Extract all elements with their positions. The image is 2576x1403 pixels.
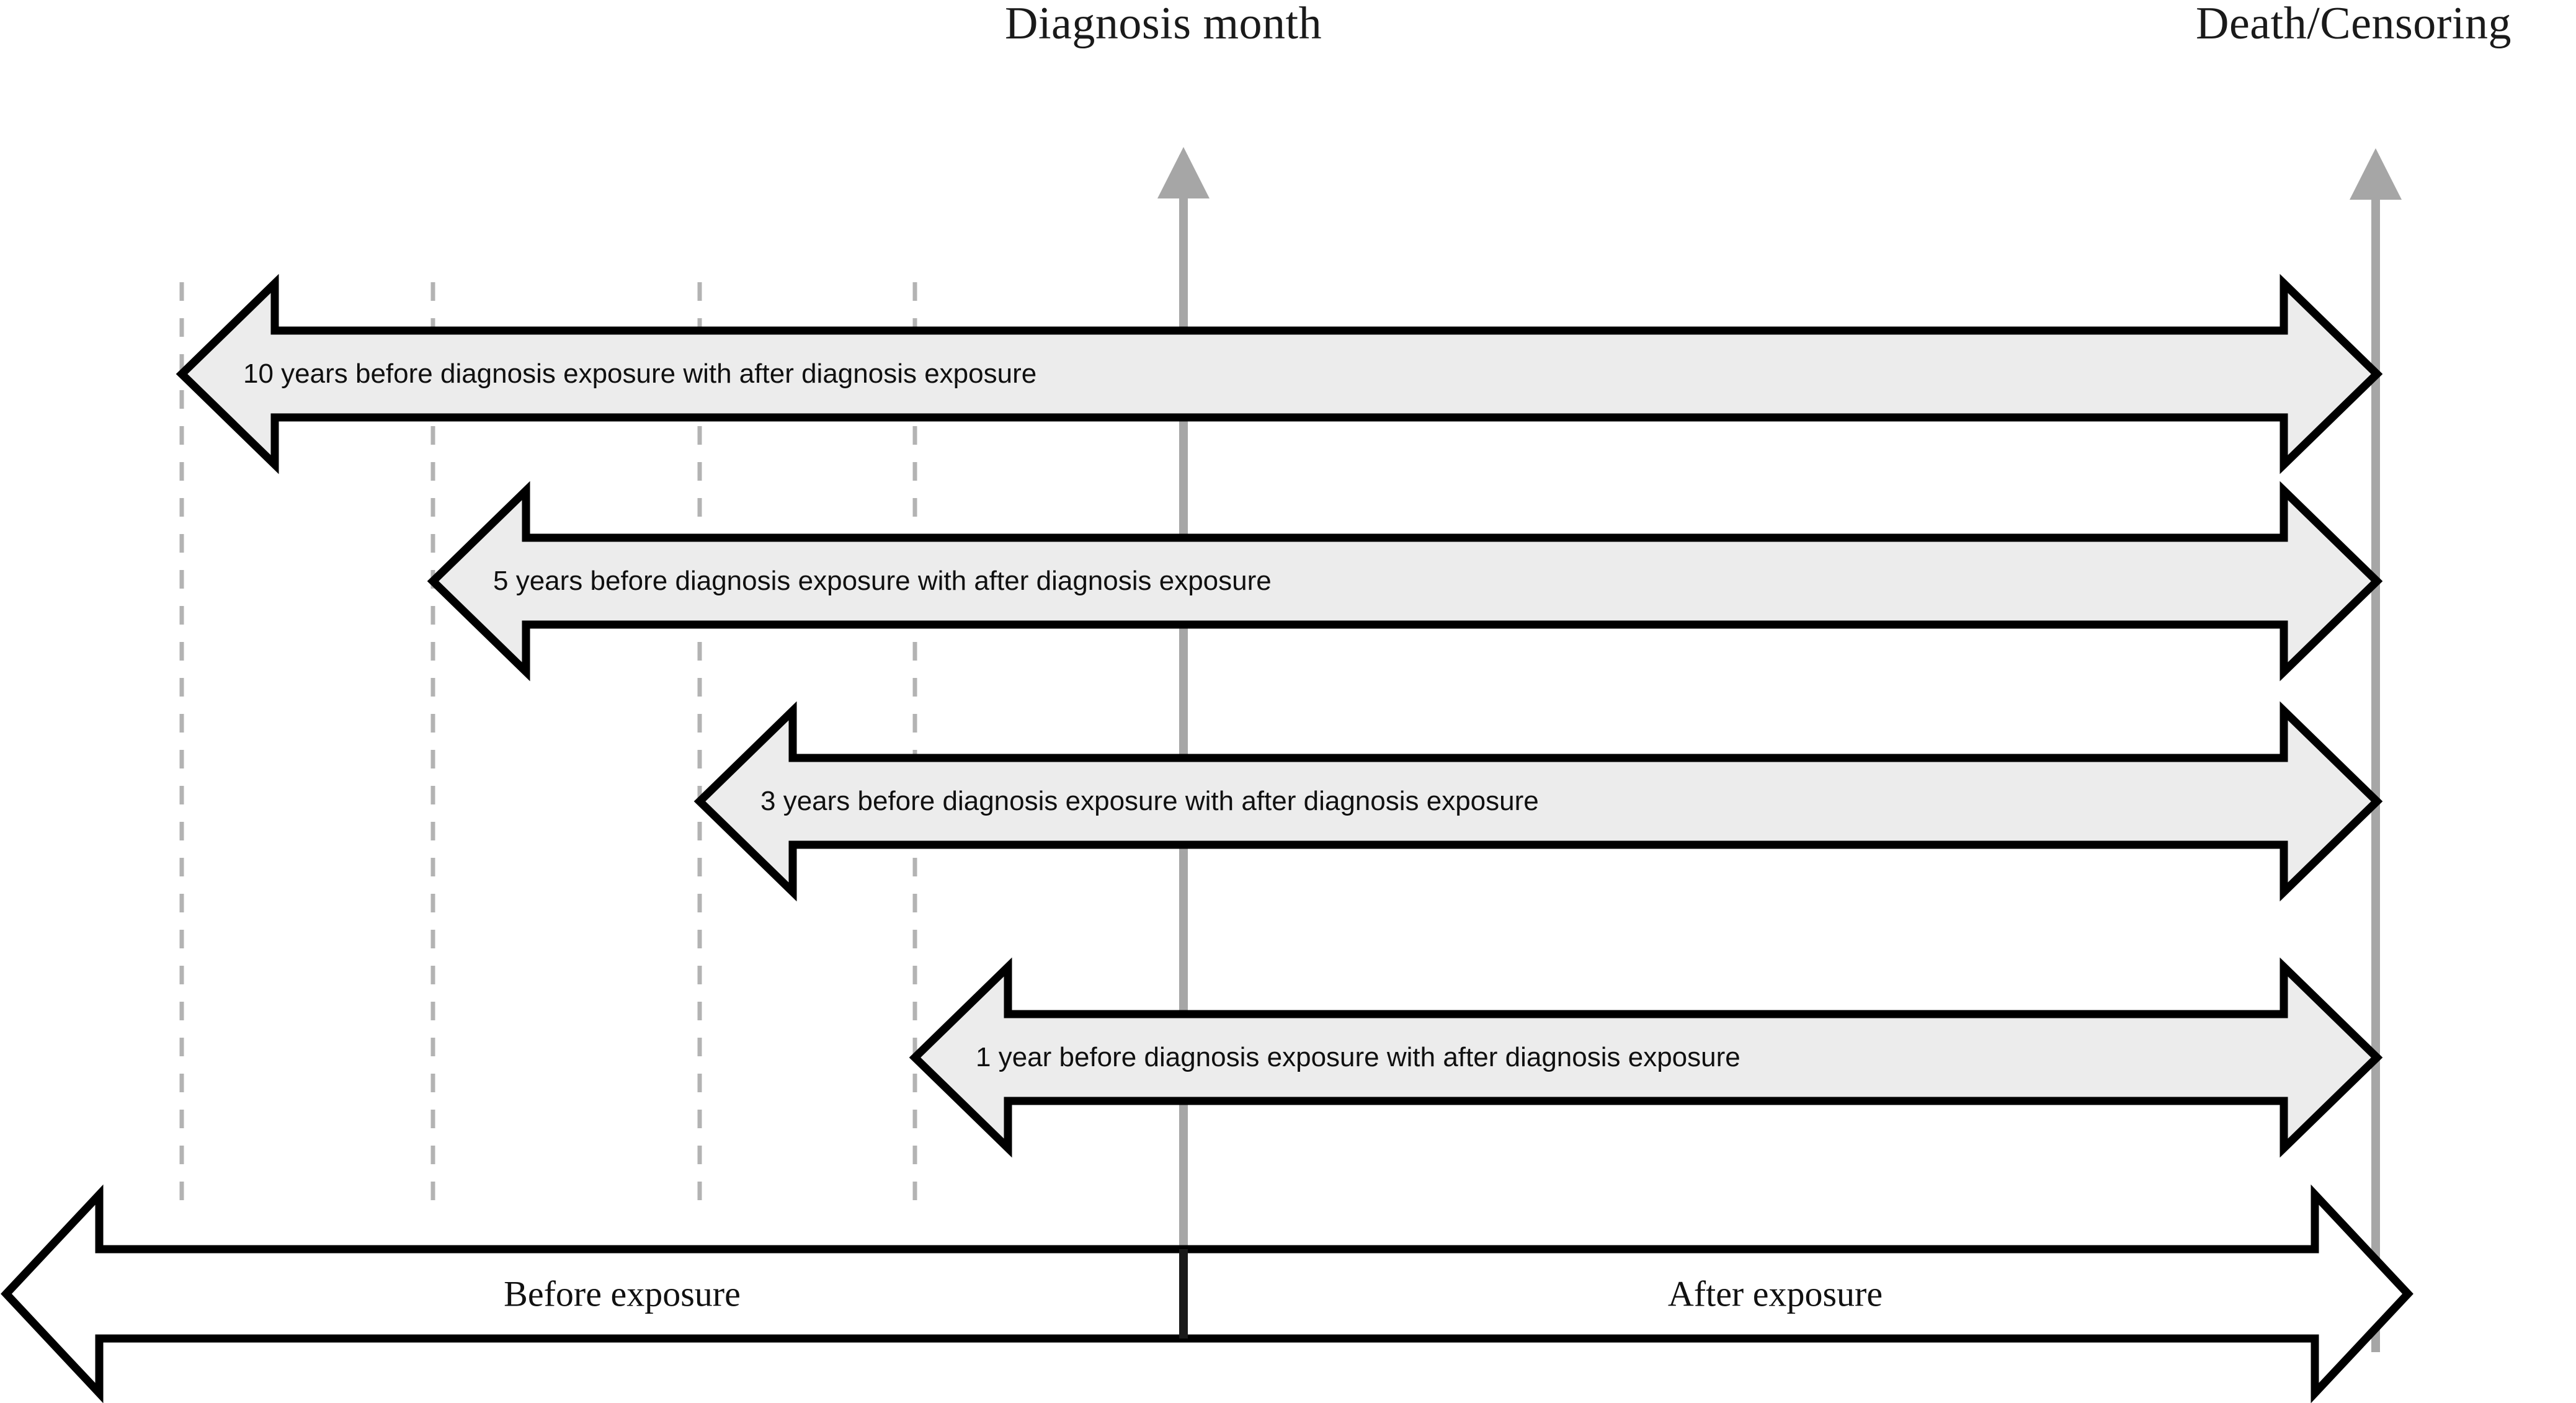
page-title-death-censoring: Death/Censoring — [2196, 0, 2511, 49]
arrow-label-1-year: 1 year before diagnosis exposure with af… — [976, 1042, 1740, 1072]
arrow-10-years-shape — [176, 274, 2383, 474]
arrow-label-3-years: 3 years before diagnosis exposure with a… — [760, 786, 1539, 816]
page-title-diagnosis-month: Diagnosis month — [1005, 0, 1322, 49]
baseline-label-before-exposure: Before exposure — [504, 1273, 741, 1314]
arrow-3-years-shape — [693, 701, 2383, 902]
dashed-guide-lines — [179, 282, 917, 1205]
arrow-label-5-years: 5 years before diagnosis exposure with a… — [493, 566, 1272, 596]
death-censoring-axis — [2350, 148, 2402, 1352]
arrow-5-years-shape — [427, 481, 2383, 682]
diagnosis-month-axis — [1157, 147, 1210, 1281]
baseline-label-after-exposure: After exposure — [1667, 1273, 1883, 1314]
baseline-timeline-arrow-shape — [1, 1184, 2413, 1403]
arrow-1-year-shape — [909, 957, 2383, 1158]
arrow-label-10-years: 10 years before diagnosis exposure with … — [243, 359, 1037, 389]
